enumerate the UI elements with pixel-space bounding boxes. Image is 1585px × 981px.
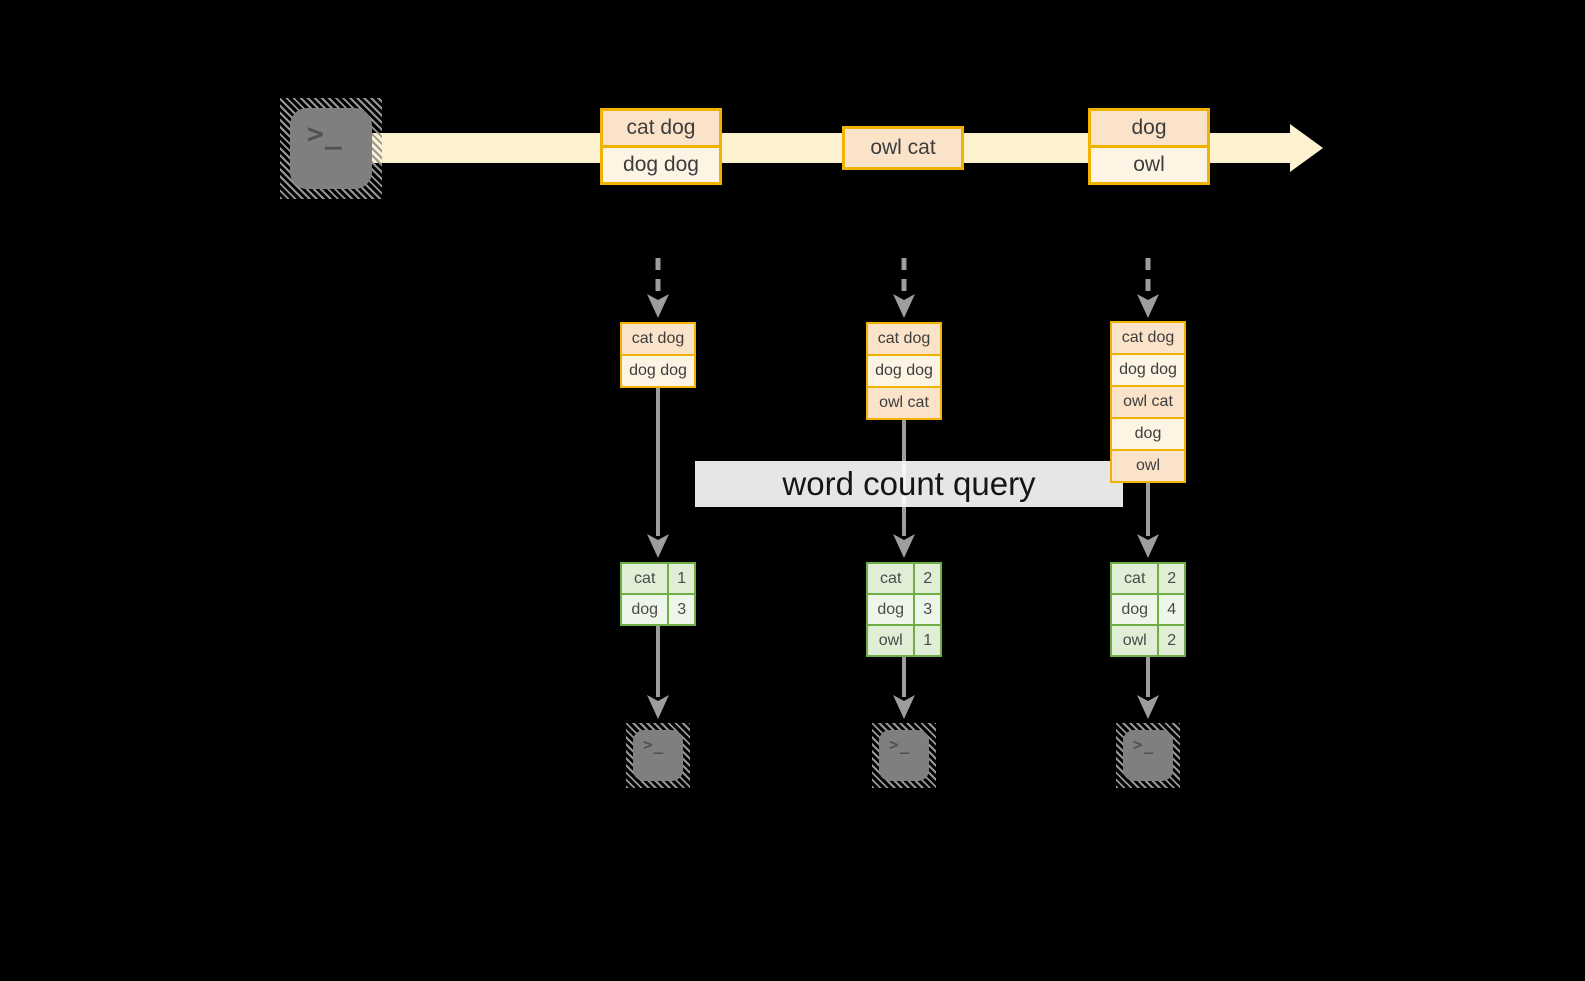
input-table-3: cat dog dog dog owl cat dog owl [1110,321,1186,483]
stream-batch-3: dog owl [1088,108,1210,185]
result-word: cat [622,564,668,593]
result-word: dog [1112,595,1158,624]
result-count: 3 [915,595,940,624]
stream-batch-row: owl cat [845,129,961,167]
result-count: 2 [1159,626,1184,655]
terminal-sink-screen: >_ [1123,730,1173,781]
input-row: cat dog [868,324,940,354]
stream-batch-row: cat dog [603,111,719,145]
result-word: cat [1112,564,1158,593]
stream-batch-2: owl cat [842,126,964,170]
terminal-sink-screen: >_ [633,730,683,781]
query-label: word count query [782,465,1036,502]
input-row: owl cat [868,388,940,418]
terminal-sink-screen: >_ [879,730,929,781]
stream-arrowhead-icon [1290,124,1323,172]
input-row: dog dog [868,356,940,386]
input-row: owl [1112,451,1184,481]
result-word: owl [1112,626,1158,655]
prompt-glyph: >_ [1133,735,1155,754]
result-table-2: cat 2 dog 3 owl 1 [866,562,942,657]
terminal-source-screen: >_ [290,108,372,189]
input-row: dog [1112,419,1184,449]
result-count: 1 [669,564,694,593]
result-count: 1 [915,626,940,655]
result-count: 2 [915,564,940,593]
stream-batch-row: owl [1091,148,1207,182]
result-word: cat [868,564,914,593]
input-table-2: cat dog dog dog owl cat [866,322,942,420]
result-word: dog [868,595,914,624]
terminal-sink-icon-1: >_ [626,723,690,788]
prompt-glyph: >_ [307,117,343,150]
terminal-sink-icon-2: >_ [872,723,936,788]
input-row: dog dog [1112,355,1184,385]
result-word: dog [622,595,668,624]
terminal-sink-icon-3: >_ [1116,723,1180,788]
result-count: 4 [1159,595,1184,624]
prompt-glyph: >_ [889,735,911,754]
terminal-source-icon: >_ [280,98,382,199]
result-count: 2 [1159,564,1184,593]
result-count: 3 [669,595,694,624]
stream-batch-row: dog [1091,111,1207,145]
result-table-1: cat 1 dog 3 [620,562,696,626]
stream-batch-row: dog dog [603,148,719,182]
prompt-glyph: >_ [643,735,665,754]
query-label-band: word count query [695,461,1123,507]
input-table-1: cat dog dog dog [620,322,696,388]
input-row: dog dog [622,356,694,386]
stream-batch-1: cat dog dog dog [600,108,722,185]
result-word: owl [868,626,914,655]
result-table-3: cat 2 dog 4 owl 2 [1110,562,1186,657]
input-row: cat dog [1112,323,1184,353]
input-row: owl cat [1112,387,1184,417]
input-row: cat dog [622,324,694,354]
